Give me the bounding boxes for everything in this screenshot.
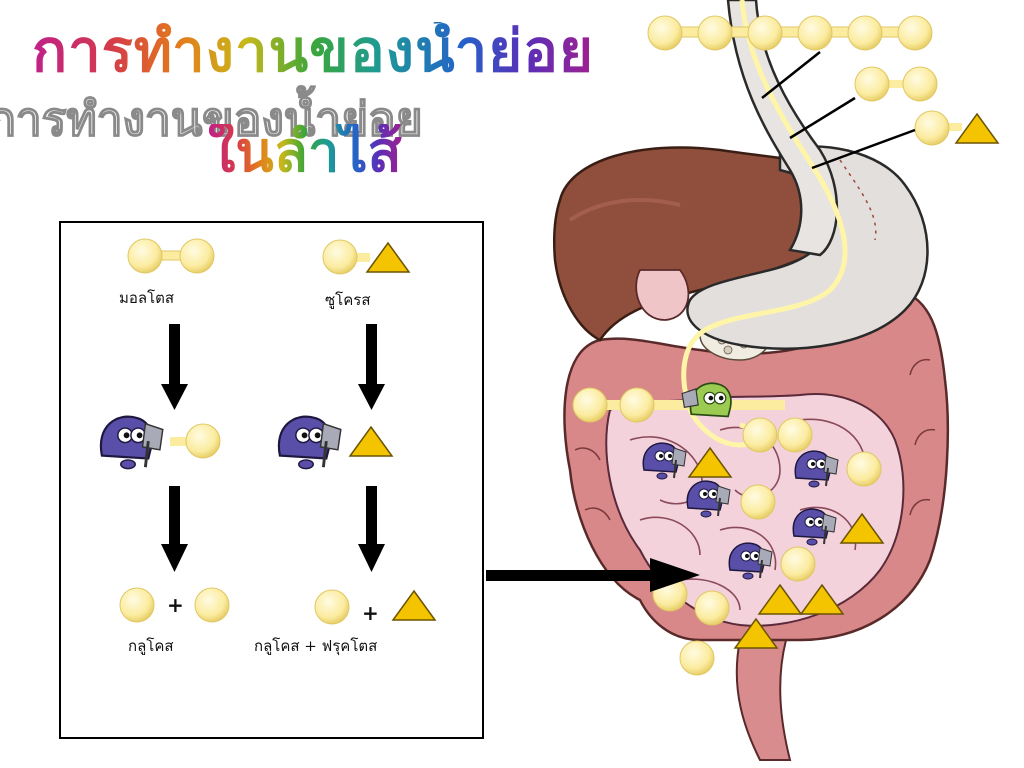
pointer-lines <box>761 51 916 170</box>
sucrose-molecule <box>322 239 410 275</box>
glucose-fructose-label: กลูโคส + ฟรุคโตส <box>254 637 378 655</box>
page-subtitle: ในลำไส้ <box>208 119 402 185</box>
enzyme-green-icon <box>681 382 732 418</box>
maltose-label: มอลโตส <box>119 289 175 307</box>
maltose-chain-top <box>854 66 938 102</box>
plus-sign-left: + <box>167 593 184 617</box>
sucrose-label: ซูโครส <box>325 291 371 309</box>
digestive-system-illustration <box>552 0 950 761</box>
enzyme-maltase-step <box>99 415 221 471</box>
enzyme-sucrase-step <box>277 415 393 471</box>
page-title: การทำงานของน้ำย่อย <box>32 17 594 85</box>
glucose-fructose-products <box>314 589 436 625</box>
title-echo: การทำงานของน้ำย่อย <box>0 92 423 146</box>
digestion-panel <box>59 221 484 739</box>
plus-sign-right: + <box>362 601 379 625</box>
glucose-products <box>119 587 230 623</box>
sucrose-chain-top <box>914 110 999 146</box>
maltose-molecule <box>127 238 215 274</box>
starch-chain-top <box>647 15 933 51</box>
panel-to-intestine-arrow <box>486 558 700 592</box>
arrows-down <box>161 324 385 572</box>
glucose-label: กลูโคส <box>128 637 174 655</box>
